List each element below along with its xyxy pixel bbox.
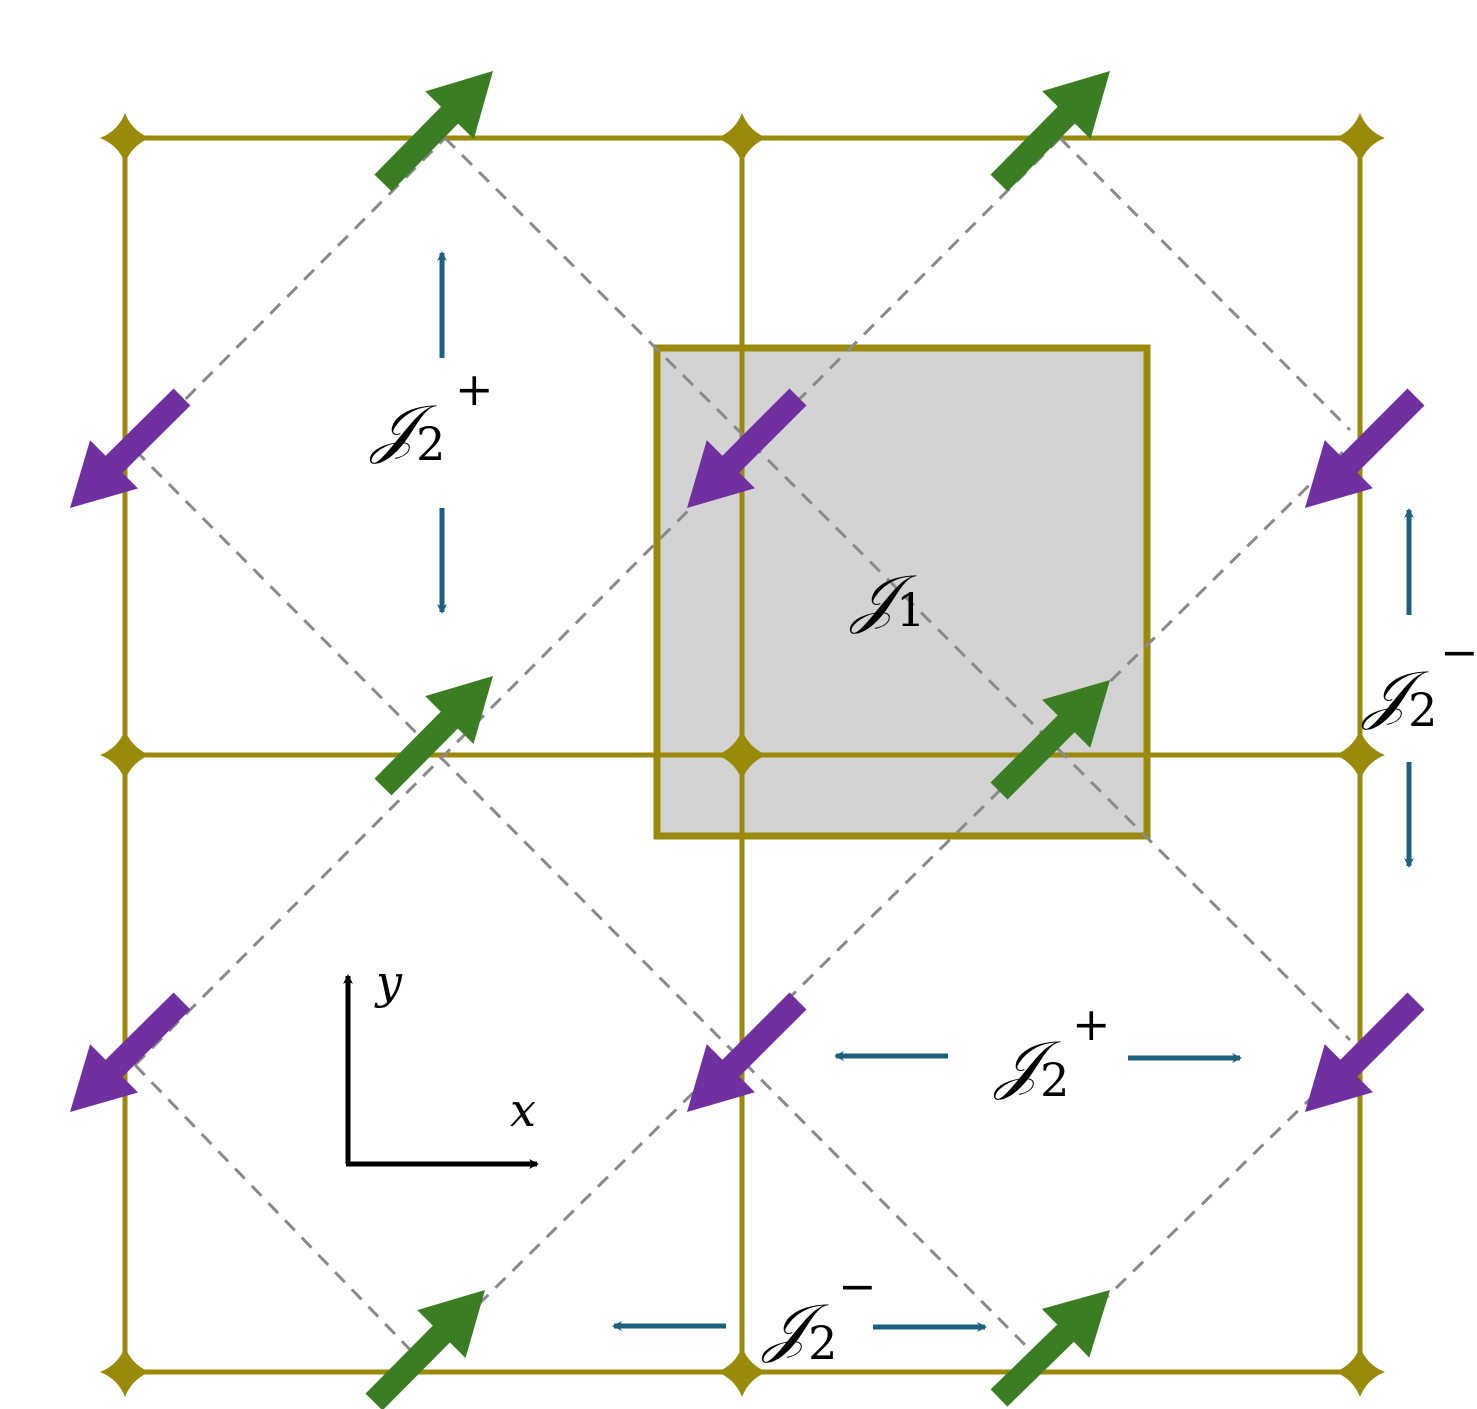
dashed-bond (133, 1063, 422, 1362)
label-j2-minus-horizontal: 𝒥2 (761, 1291, 837, 1370)
purple-arrow-down-left-icon (1305, 992, 1425, 1112)
coupling-arrows (437, 251, 1414, 1332)
green-arrow-up-right-icon (990, 1290, 1110, 1407)
spin-arrows (70, 71, 1425, 1409)
lattice-site (1335, 730, 1385, 780)
label-j2-minus-horizontal-subscript: 2 (808, 1316, 837, 1370)
purple-arrow-down-left-icon (687, 992, 807, 1112)
lattice-site (717, 730, 767, 780)
label-j1-subscript: 1 (896, 583, 925, 637)
lattice-site (717, 113, 767, 163)
label-j2-plus-horizontal: 𝒥2 (993, 1028, 1069, 1107)
dashed-bond (408, 443, 1352, 1374)
purple-arrow-down-left-icon (70, 388, 191, 508)
label-j2-plus-vertical-superscript: + (455, 362, 494, 416)
green-arrow-up-right-icon (990, 71, 1110, 192)
purple-arrow-down-left-icon (687, 388, 807, 508)
lattice-site (100, 730, 150, 780)
label-j2-plus-horizontal-superscript: + (1072, 997, 1111, 1051)
lattice-sites (100, 113, 1385, 1397)
lattice-site (100, 113, 150, 163)
label-j2-plus-vertical: 𝒥2 (369, 392, 445, 471)
green-arrow-up-right-icon (990, 680, 1110, 800)
coordinate-axes: y x (343, 955, 539, 1169)
x-axis-label: x (510, 1083, 536, 1137)
y-axis-label: y (374, 955, 403, 1009)
dashed-bond (133, 136, 1062, 1067)
purple-arrow-down-left-icon (70, 992, 191, 1112)
dashed-bond (133, 136, 447, 452)
green-arrow-up-right-icon (374, 71, 493, 192)
lattice-site (1335, 113, 1385, 163)
green-arrow-up-right-icon (365, 1290, 485, 1409)
dashed-bond (133, 448, 1042, 1362)
green-arrow-up-right-icon (374, 676, 493, 796)
label-j2-minus-vertical-subscript: 2 (1408, 683, 1437, 737)
dashed-bond (1058, 136, 1352, 432)
lattice-site (100, 1347, 150, 1397)
purple-arrow-down-left-icon (1305, 388, 1425, 508)
label-j2-minus-horizontal-superscript: − (838, 1259, 877, 1313)
dashed-bond (443, 136, 1352, 1042)
lattice-site (1335, 1347, 1385, 1397)
lattice-site (717, 1347, 767, 1397)
label-j2-plus-horizontal-subscript: 2 (1040, 1053, 1069, 1107)
label-j2-minus-vertical-superscript: − (1440, 625, 1477, 679)
coupling-labels: 𝒥1 𝒥2 + 𝒥2 − 𝒥2 + 𝒥2 − (369, 362, 1477, 1370)
label-j2-plus-vertical-subscript: 2 (416, 417, 445, 471)
dashed-diagonal-bonds (133, 136, 1352, 1374)
label-j2-minus-vertical: 𝒥2 (1361, 658, 1437, 737)
